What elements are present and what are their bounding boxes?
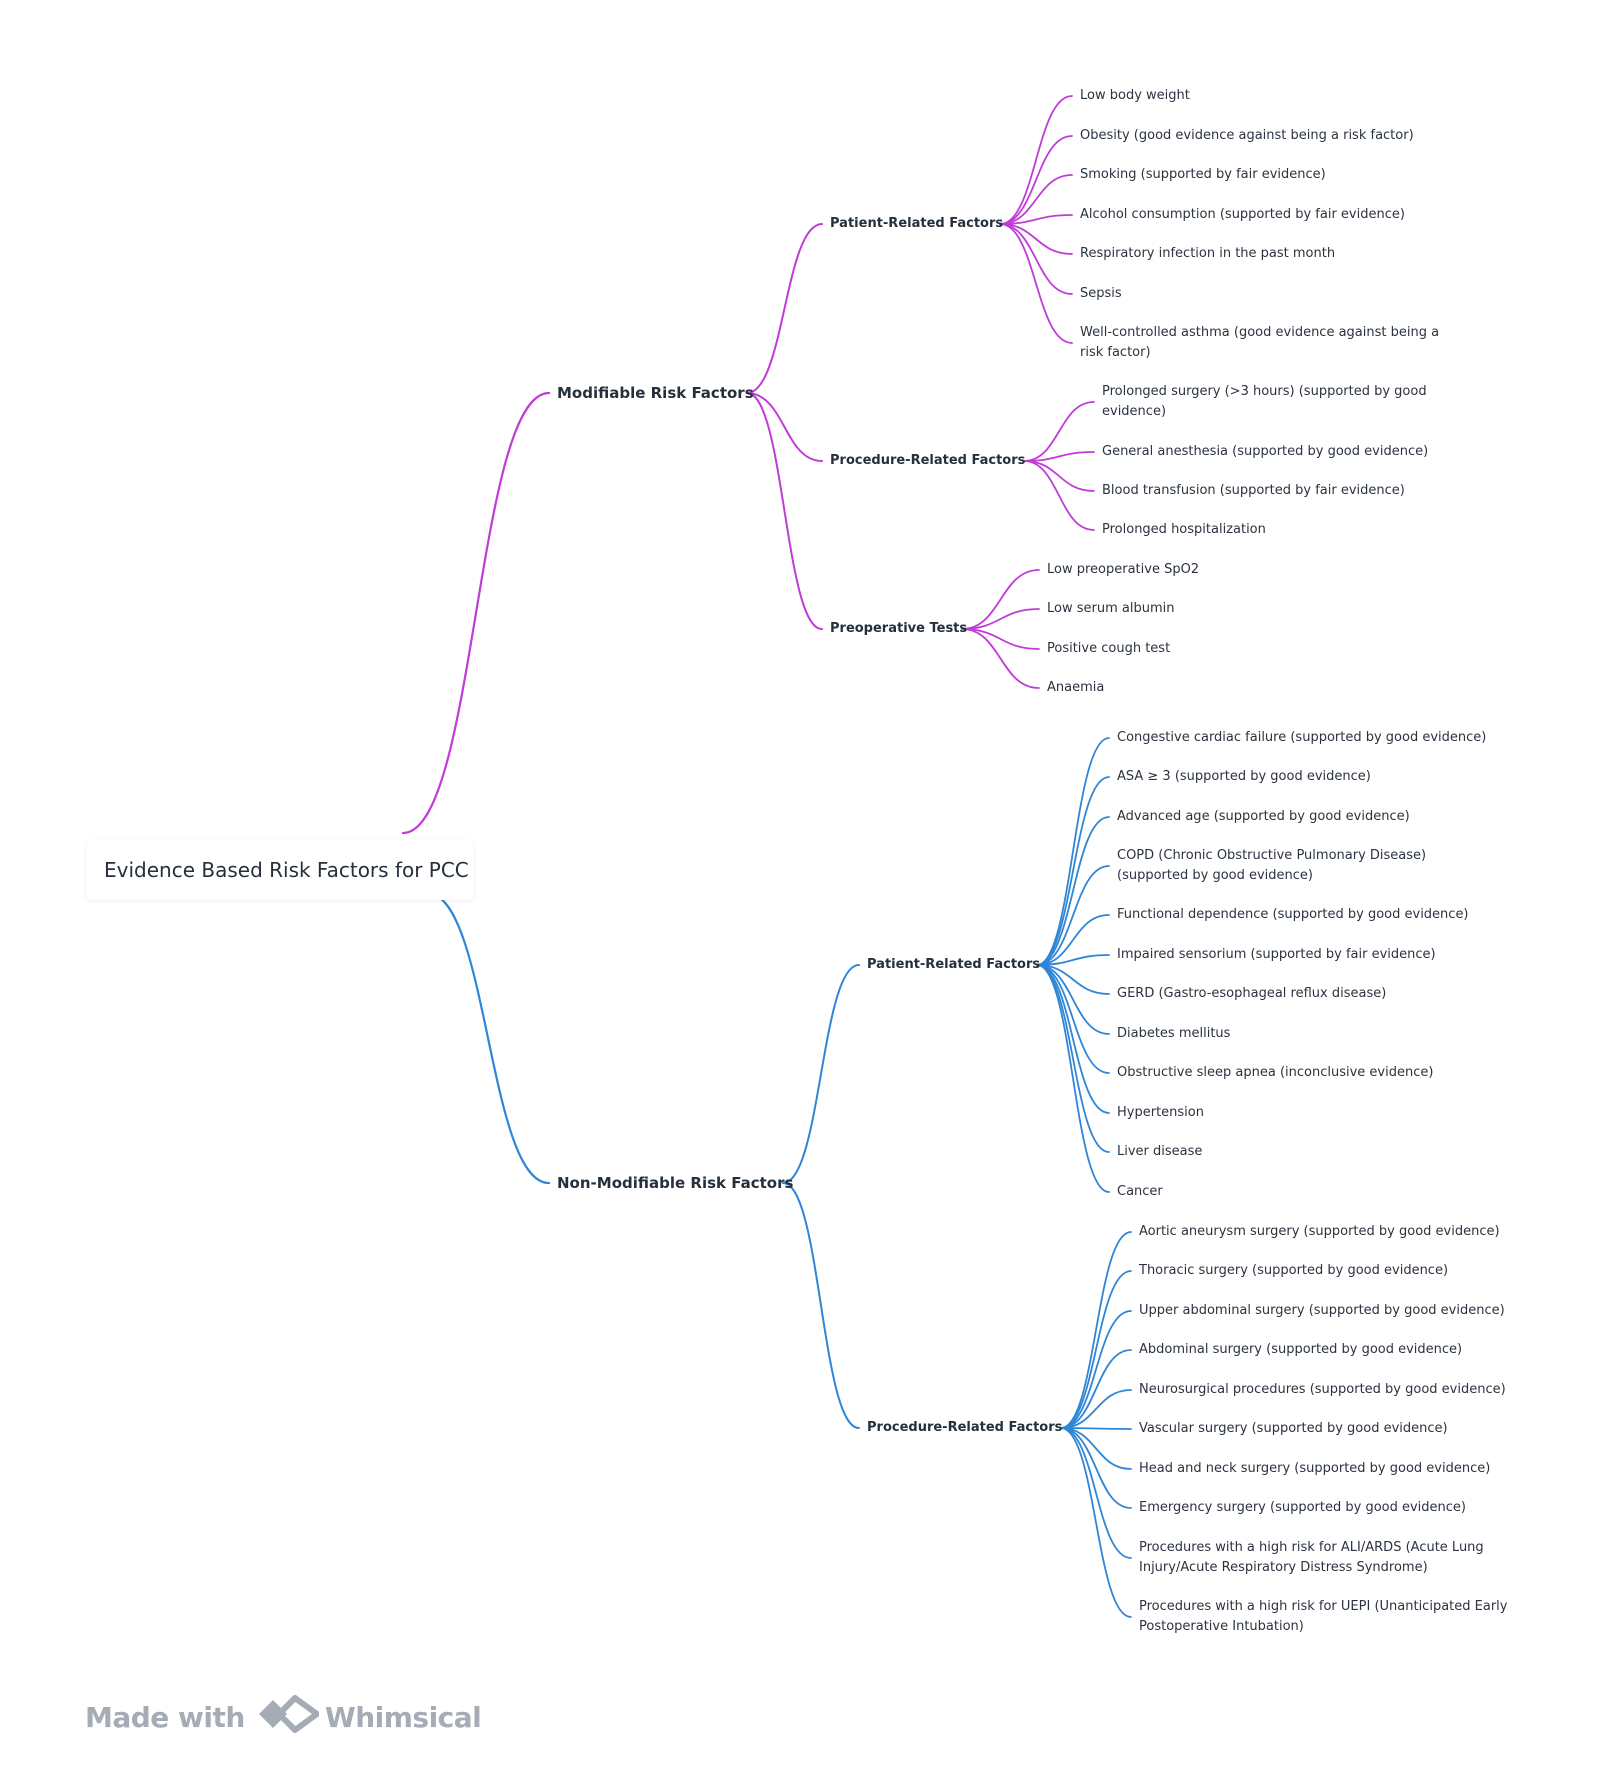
leaf-item[interactable]: Procedures with a high risk for ALI/ARDS…: [1139, 1540, 1484, 1575]
leaf-item[interactable]: Aortic aneurysm surgery (supported by go…: [1139, 1224, 1500, 1239]
group-non-modifiable-procedure-related-factors[interactable]: Procedure-Related Factors: [867, 1420, 1063, 1435]
link-group-to-item: [1060, 1270, 1132, 1429]
leaf-item[interactable]: Emergency surgery (supported by good evi…: [1139, 1500, 1466, 1515]
link-group-to-item: [1036, 865, 1110, 966]
leaf-item[interactable]: Congestive cardiac failure (supported by…: [1117, 730, 1487, 745]
leaf-item[interactable]: Sepsis: [1080, 286, 1122, 301]
link-group-to-item: [1060, 1427, 1132, 1509]
leaf-item[interactable]: Low serum albumin: [1047, 601, 1175, 616]
link-group-to-item: [961, 628, 1040, 650]
link-group-to-item: [1023, 451, 1095, 462]
link-group-to-item: [1036, 914, 1110, 966]
made-with-whimsical-badge[interactable]: Made with Whimsical: [85, 1692, 482, 1743]
leaf-item[interactable]: General anesthesia (supported by good ev…: [1102, 444, 1429, 459]
link-group-to-item: [961, 569, 1040, 630]
leaf-item[interactable]: Abdominal surgery (supported by good evi…: [1139, 1342, 1463, 1357]
leaf-item[interactable]: Blood transfusion (supported by fair evi…: [1102, 483, 1405, 498]
leaf-item[interactable]: Diabetes mellitus: [1117, 1026, 1231, 1041]
link-group-to-item: [961, 608, 1040, 630]
link-group-to-item: [1060, 1427, 1132, 1430]
leaf-item[interactable]: Impaired sensorium (supported by fair ev…: [1117, 947, 1436, 962]
made-with-text: Made with: [85, 1701, 245, 1734]
leaf-item[interactable]: Prolonged hospitalization: [1102, 522, 1266, 537]
link-group-to-item: [1060, 1349, 1132, 1429]
link-group-to-item: [1060, 1310, 1132, 1429]
group-preoperative-tests[interactable]: Preoperative Tests: [830, 621, 968, 636]
leaf-item[interactable]: GERD (Gastro-esophageal reflux disease): [1117, 986, 1387, 1001]
link-group-to-item: [999, 174, 1073, 225]
leaf-item[interactable]: Obstructive sleep apnea (inconclusive ev…: [1117, 1065, 1434, 1080]
link-group-to-item: [1023, 460, 1095, 531]
link-root-to-branch: [401, 391, 551, 835]
leaf-item[interactable]: Alcohol consumption (supported by fair e…: [1080, 207, 1405, 222]
link-group-to-item: [961, 628, 1040, 689]
link-group-to-item: [1060, 1427, 1132, 1559]
link-group-to-item: [1036, 964, 1110, 1193]
leaf-item[interactable]: Low body weight: [1080, 88, 1190, 103]
link-group-to-item: [1036, 964, 1110, 1114]
leaf-item[interactable]: Functional dependence (supported by good…: [1117, 907, 1469, 922]
link-group-to-item: [1036, 964, 1110, 995]
leaf-item[interactable]: Well-controlled asthma (good evidence ag…: [1080, 325, 1440, 360]
leaf-item[interactable]: Thoracic surgery (supported by good evid…: [1139, 1263, 1449, 1278]
link-group-to-item: [1060, 1389, 1132, 1429]
link-group-to-item: [999, 223, 1073, 295]
leaf-item[interactable]: Vascular surgery (supported by good evid…: [1139, 1421, 1448, 1436]
link-branch-to-group: [746, 392, 823, 630]
link-group-to-item: [1060, 1427, 1132, 1618]
leaf-item[interactable]: Prolonged surgery (>3 hours) (supported …: [1102, 384, 1427, 419]
link-group-to-item: [1036, 816, 1110, 966]
branch-non-modifiable-risk-factors[interactable]: Non-Modifiable Risk Factors: [557, 1174, 794, 1192]
link-group-to-item: [1060, 1231, 1132, 1429]
link-branch-to-group: [746, 223, 823, 394]
group-modifiable-patient-related-factors[interactable]: Patient-Related Factors: [830, 216, 1004, 231]
link-group-to-item: [1036, 737, 1110, 966]
whimsical-brand-text: Whimsical: [324, 1701, 482, 1734]
link-branch-to-group: [782, 964, 860, 1184]
leaf-item[interactable]: Hypertension: [1117, 1105, 1204, 1120]
leaf-item[interactable]: Respiratory infection in the past month: [1080, 246, 1336, 261]
leaf-item[interactable]: Head and neck surgery (supported by good…: [1139, 1461, 1491, 1476]
link-group-to-item: [999, 223, 1073, 255]
link-group-to-item: [1036, 964, 1110, 1035]
leaf-item[interactable]: Advanced age (supported by good evidence…: [1117, 809, 1410, 824]
leaf-item[interactable]: Procedures with a high risk for UEPI (Un…: [1139, 1599, 1508, 1634]
leaf-item[interactable]: Obesity (good evidence against being a r…: [1080, 128, 1414, 143]
link-branch-to-group: [746, 392, 823, 462]
link-group-to-item: [1060, 1427, 1132, 1470]
link-root-to-branch: [425, 891, 551, 1185]
link-group-to-item: [999, 95, 1073, 225]
leaf-item[interactable]: ASA ≥ 3 (supported by good evidence): [1117, 769, 1371, 784]
link-group-to-item: [1023, 401, 1095, 462]
leaf-item[interactable]: Low preoperative SpO2: [1047, 562, 1200, 577]
leaf-item[interactable]: Anaemia: [1047, 680, 1105, 695]
branch-modifiable-risk-factors[interactable]: Modifiable Risk Factors: [557, 384, 754, 402]
link-branch-to-group: [782, 1182, 860, 1429]
leaf-item[interactable]: COPD (Chronic Obstructive Pulmonary Dise…: [1117, 848, 1427, 883]
link-group-to-item: [999, 135, 1073, 225]
link-group-to-item: [1023, 460, 1095, 492]
whimsical-logo-icon: [257, 1692, 320, 1743]
leaf-item[interactable]: Positive cough test: [1047, 641, 1171, 656]
leaf-item[interactable]: Cancer: [1117, 1184, 1163, 1199]
root-node[interactable]: Evidence Based Risk Factors for PCC: [86, 840, 474, 900]
leaf-item[interactable]: Smoking (supported by fair evidence): [1080, 167, 1326, 182]
group-modifiable-procedure-related-factors[interactable]: Procedure-Related Factors: [830, 453, 1026, 468]
link-group-to-item: [999, 223, 1073, 344]
leaf-item[interactable]: Neurosurgical procedures (supported by g…: [1139, 1382, 1506, 1397]
leaf-item[interactable]: Liver disease: [1117, 1144, 1203, 1159]
link-group-to-item: [1036, 776, 1110, 966]
link-group-to-item: [1036, 954, 1110, 966]
group-non-modifiable-patient-related-factors[interactable]: Patient-Related Factors: [867, 957, 1041, 972]
link-group-to-item: [999, 214, 1073, 225]
leaf-item[interactable]: Upper abdominal surgery (supported by go…: [1139, 1303, 1505, 1318]
